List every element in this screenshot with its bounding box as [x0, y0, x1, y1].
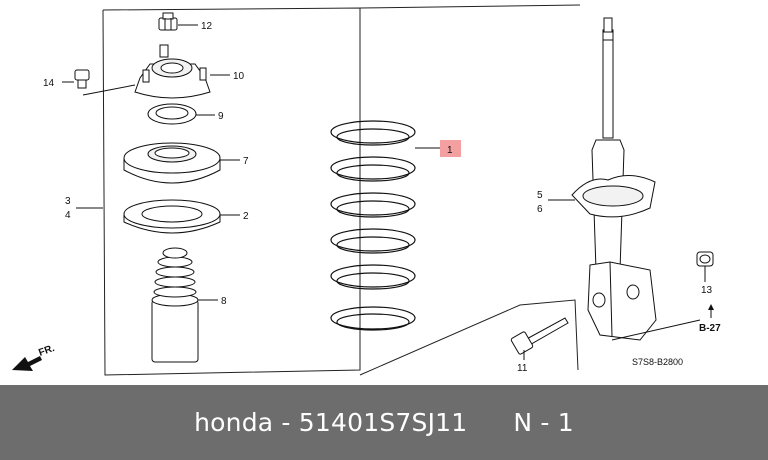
- callout-10: 10: [233, 71, 245, 82]
- callout-2: 2: [243, 211, 249, 222]
- nut-part-14: [74, 69, 90, 89]
- assembly-frame: [102, 7, 361, 376]
- strut-part-5-6: [571, 17, 657, 341]
- front-direction-label: FR.: [37, 343, 56, 359]
- callout-13: 13: [701, 285, 713, 296]
- upper-mount-part-10: [134, 44, 211, 99]
- quantity-text: N - 1: [513, 408, 574, 437]
- leader-14-mount: [82, 84, 136, 96]
- callout-14: 14: [43, 78, 55, 89]
- front-direction-arrow-icon: [12, 356, 42, 371]
- part-number-footer: honda - 51401S7SJ11 N - 1: [0, 385, 768, 460]
- callout-4: 4: [65, 210, 71, 221]
- insulator-part-2: [123, 199, 221, 234]
- leader-b27: [611, 319, 701, 341]
- callout-3: 3: [65, 196, 71, 207]
- callout-1: 1: [447, 145, 453, 156]
- assembly-frame-bottom: [359, 299, 579, 376]
- callout-8: 8: [221, 296, 227, 307]
- callout-6: 6: [537, 204, 543, 215]
- assembly-frame-strut: [359, 4, 581, 9]
- callout-9: 9: [218, 111, 224, 122]
- callout-12: 12: [201, 21, 213, 32]
- spring-seat-part-7: [123, 142, 221, 184]
- nut-part-12: [158, 12, 178, 31]
- callout-5: 5: [537, 190, 543, 201]
- reference-b27: B-27: [699, 323, 721, 334]
- drawing-code: S7S8-B2800: [632, 357, 683, 367]
- ring-part-9: [147, 103, 197, 125]
- callout-1-highlight: [440, 140, 461, 157]
- arrow-b27-head: [708, 304, 714, 310]
- coil-spring-part-1: [330, 120, 416, 331]
- bump-stop-part-8: [151, 247, 199, 363]
- bolt-part-11: [510, 317, 569, 355]
- exploded-parts-diagram: 12 10 14 9 7 3 4 2: [12, 4, 721, 376]
- callout-11: 11: [517, 363, 528, 374]
- callout-7: 7: [243, 156, 249, 167]
- part-number-text: honda - 51401S7SJ11: [194, 408, 468, 437]
- flange-nut-part-13: [696, 251, 714, 267]
